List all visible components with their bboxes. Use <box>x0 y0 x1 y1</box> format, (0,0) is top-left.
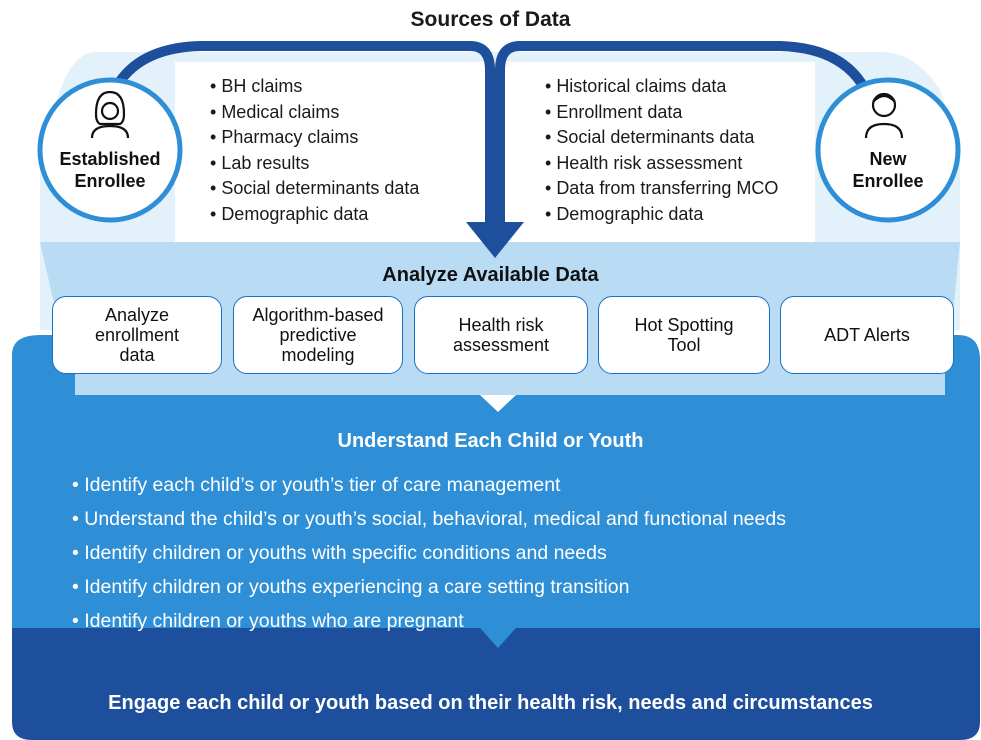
box-line: Health risk <box>458 315 544 335</box>
established-label-line1: Established <box>59 149 161 169</box>
box-line: Hot Spotting <box>634 315 734 335</box>
box-line: data <box>119 345 155 365</box>
list-item: Identify children or youths who are preg… <box>72 604 786 638</box>
established-flow-arrow <box>105 41 495 230</box>
box-line: Tool <box>667 335 701 355</box>
understand-list: Identify each child’s or youth’s tier of… <box>72 468 786 638</box>
list-item: Historical claims data <box>545 74 778 100</box>
list-item: Pharmacy claims <box>210 125 419 151</box>
new-flow-arrow <box>495 41 875 230</box>
established-enrollee-label: Established Enrollee <box>50 148 170 192</box>
list-item: Identify children or youths with specifi… <box>72 536 786 570</box>
list-item: Lab results <box>210 151 419 177</box>
list-item: Demographic data <box>210 202 419 228</box>
established-sources-list: BH claims Medical claims Pharmacy claims… <box>210 74 419 227</box>
established-circle <box>37 77 183 223</box>
health-risk-box: Health risk assessment <box>414 296 588 374</box>
list-item: Enrollment data <box>545 100 778 126</box>
hot-spotting-box: Hot Spotting Tool <box>598 296 770 374</box>
list-item: Data from transferring MCO <box>545 176 778 202</box>
new-sources-list: Historical claims data Enrollment data S… <box>545 74 778 227</box>
box-line: predictive <box>279 325 357 345</box>
list-item: Understand the child’s or youth’s social… <box>72 502 786 536</box>
new-enrollee-label: New Enrollee <box>828 148 948 192</box>
list-item: Social determinants data <box>545 125 778 151</box>
list-item: Health risk assessment <box>545 151 778 177</box>
predictive-modeling-box: Algorithm-based predictive modeling <box>233 296 403 374</box>
person-female-icon <box>90 90 130 139</box>
box-line: modeling <box>281 345 355 365</box>
list-item: Social determinants data <box>210 176 419 202</box>
list-item: Demographic data <box>545 202 778 228</box>
box-line: Algorithm-based <box>252 305 384 325</box>
list-item: Identify children or youths experiencing… <box>72 570 786 604</box>
established-label-line2: Enrollee <box>74 171 146 191</box>
box-line: assessment <box>452 335 550 355</box>
sources-title: Sources of Data <box>410 8 571 31</box>
new-circle <box>815 77 961 223</box>
understand-title: Understand Each Child or Youth <box>337 430 644 452</box>
box-line: enrollment <box>94 325 180 345</box>
new-label-line2: Enrollee <box>852 171 924 191</box>
box-line: Analyze <box>104 305 170 325</box>
new-label-line1: New <box>869 149 907 169</box>
person-male-icon <box>864 92 904 139</box>
list-item: Identify each child’s or youth’s tier of… <box>72 468 786 502</box>
engage-statement: Engage each child or youth based on thei… <box>108 692 873 714</box>
analyze-enrollment-box: Analyze enrollment data <box>52 296 222 374</box>
engage-panel <box>12 628 980 740</box>
box-line: ADT Alerts <box>824 325 910 345</box>
analyze-title: Analyze Available Data <box>382 264 599 286</box>
adt-alerts-box: ADT Alerts <box>780 296 954 374</box>
down-arrowhead <box>466 222 524 258</box>
list-item: Medical claims <box>210 100 419 126</box>
list-item: BH claims <box>210 74 419 100</box>
